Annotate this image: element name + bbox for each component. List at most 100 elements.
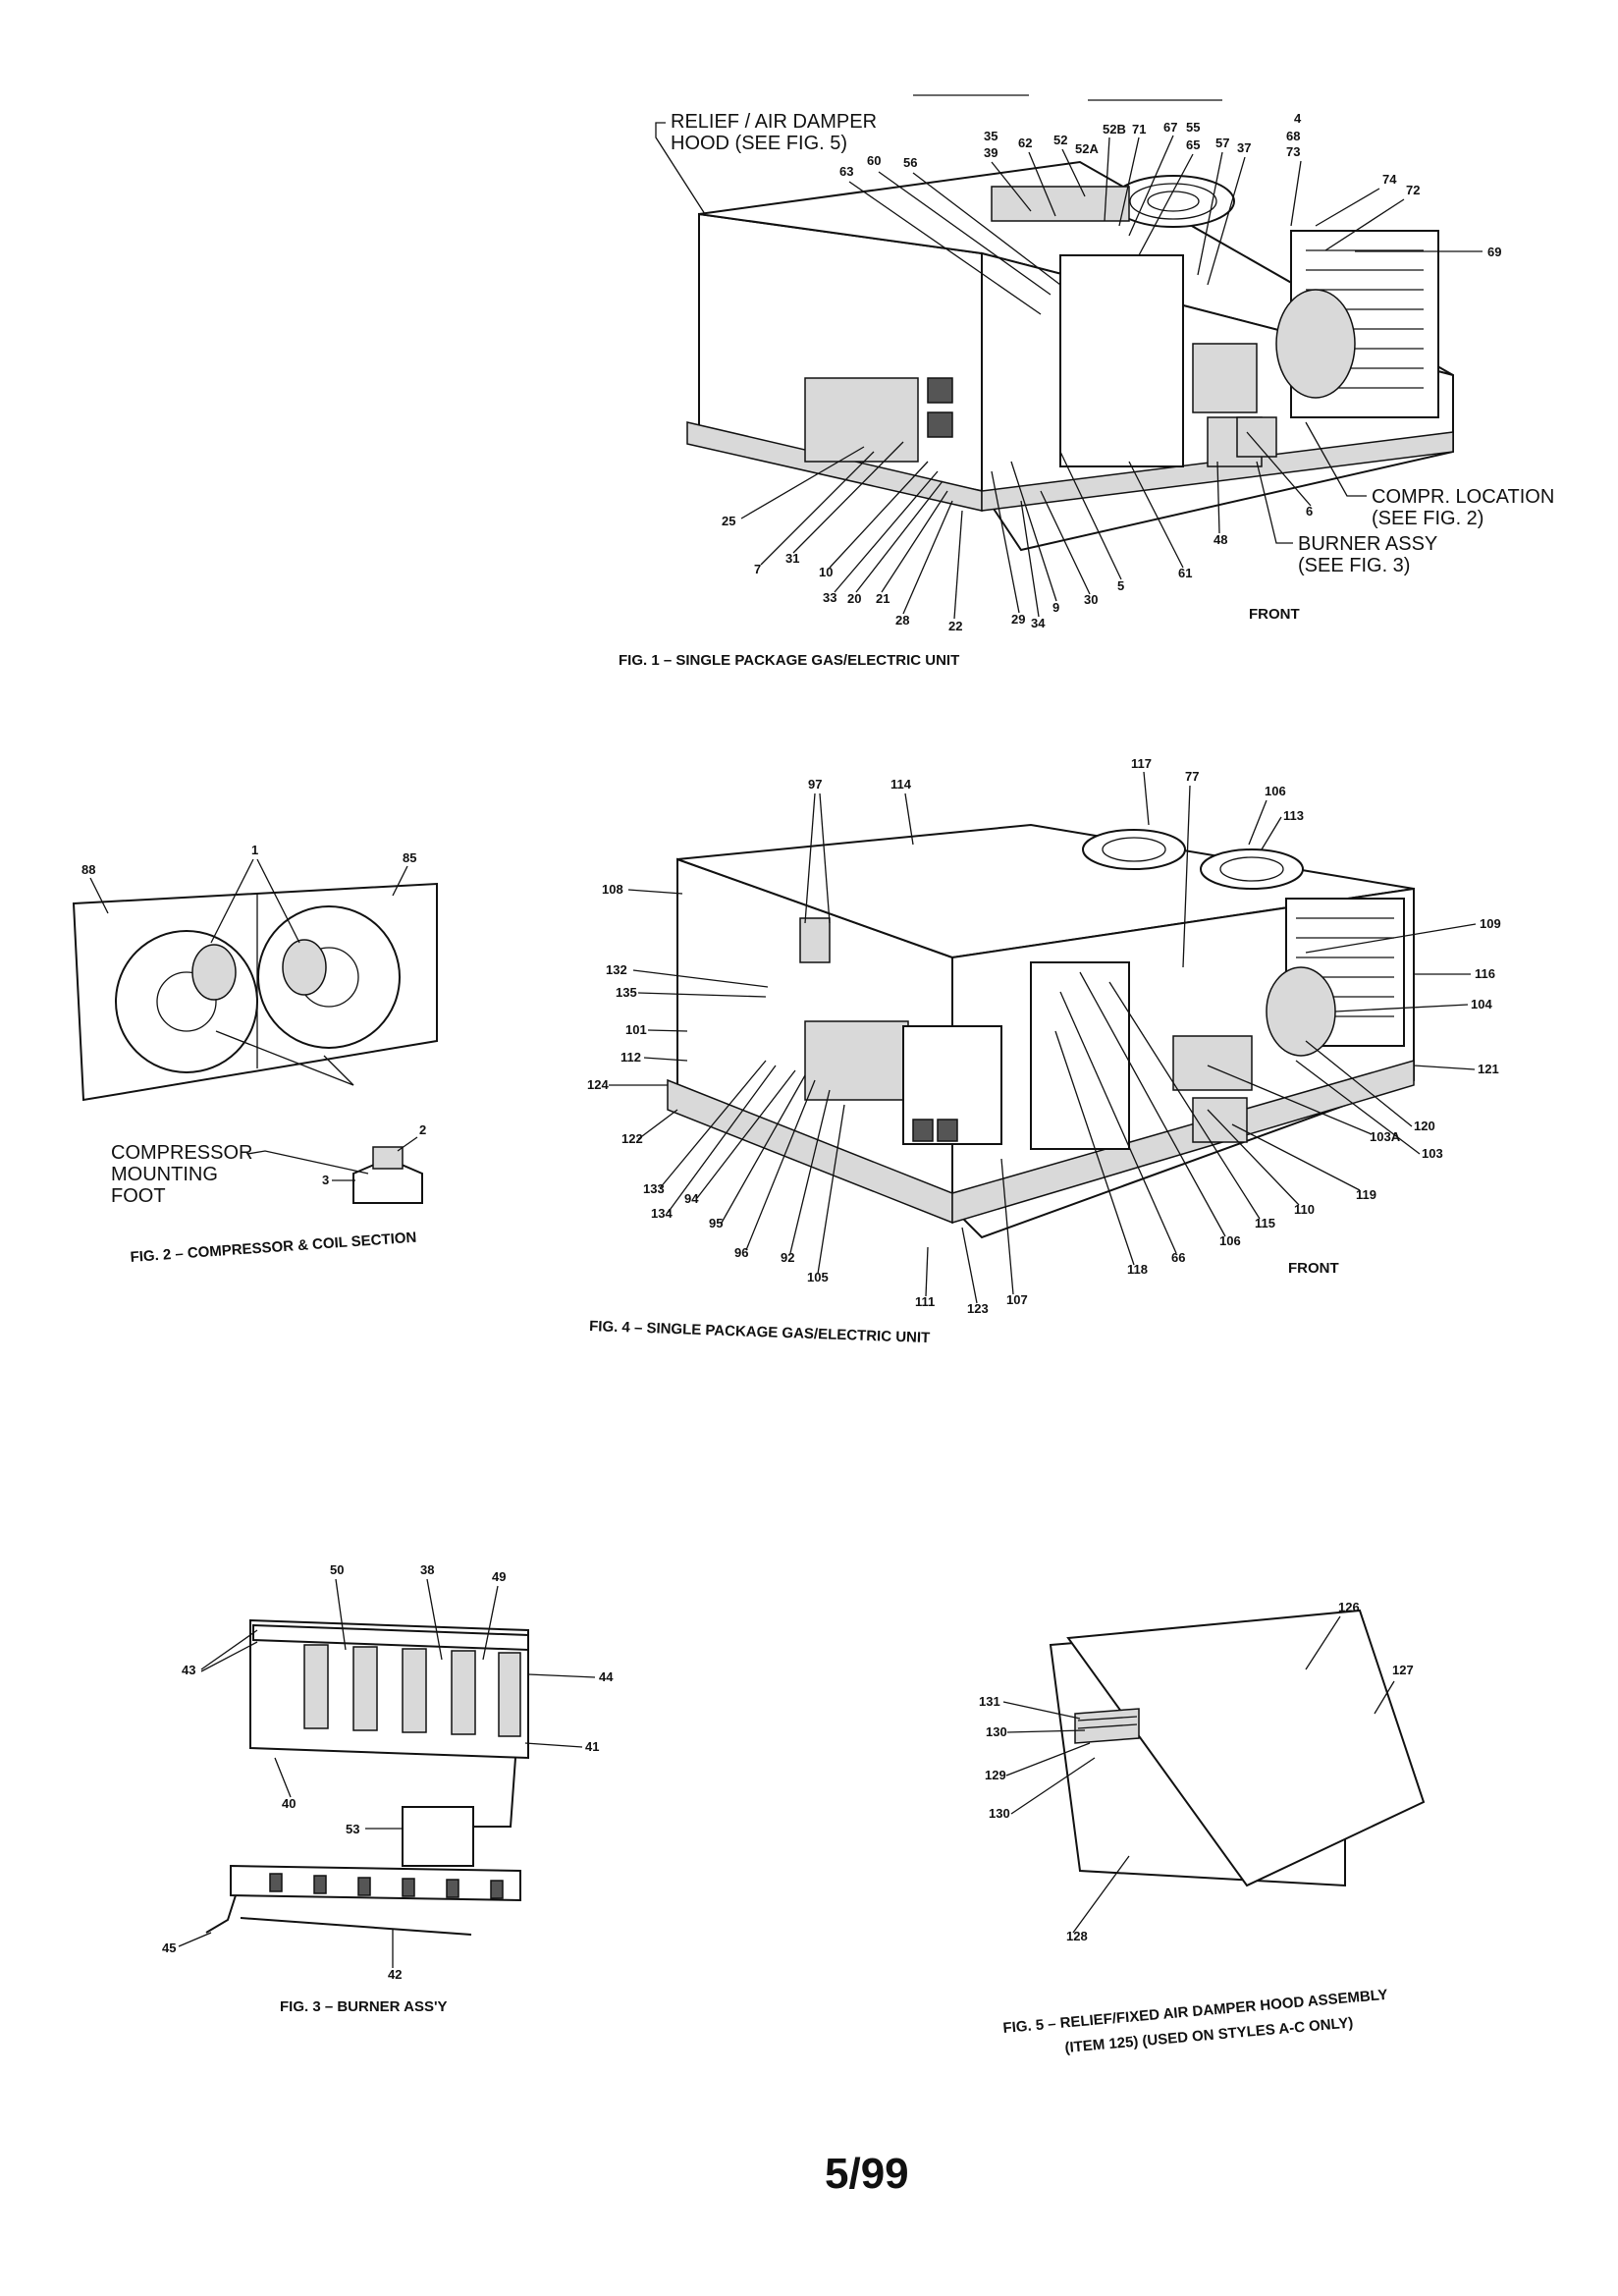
fig2-caption: FIG. 2 – COMPRESSOR & COIL SECTION xyxy=(130,1230,417,1266)
fig4-part-106-bottom: 106 xyxy=(1219,1233,1241,1248)
fig4-part-115: 115 xyxy=(1255,1216,1275,1230)
fig4-part-103: 103 xyxy=(1422,1146,1443,1161)
fig4-part-94: 94 xyxy=(684,1191,699,1206)
fig4-single-package-unit: 97 114 117 77 106 113 108 109 132 135 11… xyxy=(587,756,1501,1346)
fig3-caption: FIG. 3 – BURNER ASS'Y xyxy=(280,1998,448,2015)
fig5-part-126: 126 xyxy=(1338,1600,1360,1614)
fig3-part-50: 50 xyxy=(330,1562,344,1577)
fig4-part-96: 96 xyxy=(734,1245,748,1260)
fig2-drawing xyxy=(72,882,438,1204)
fig4-part-92: 92 xyxy=(781,1250,794,1265)
fig5-part-127: 127 xyxy=(1392,1663,1414,1677)
fig2-part-2: 2 xyxy=(419,1122,426,1137)
fig4-part-105: 105 xyxy=(807,1270,829,1285)
fig1-part-29: 29 xyxy=(1011,612,1025,627)
fig4-part-122: 122 xyxy=(621,1131,643,1146)
fig2-compressor-coil-section: 88 1 85 2 3 COMPRESSOR MOUNTING FOOT FIG… xyxy=(72,843,438,1266)
fig4-part-109: 109 xyxy=(1480,916,1501,931)
fig4-part-107: 107 xyxy=(1006,1292,1028,1307)
fig1-part-31: 31 xyxy=(785,551,799,566)
fig4-part-118: 118 xyxy=(1127,1262,1148,1277)
fig4-part-101: 101 xyxy=(625,1022,647,1037)
fig2-part-1: 1 xyxy=(251,843,258,857)
fig2-part-85: 85 xyxy=(403,850,416,865)
fig5-part-131: 131 xyxy=(979,1694,1000,1709)
fig3-part-38: 38 xyxy=(420,1562,434,1577)
fig2-mounting-foot-label-line3: FOOT xyxy=(111,1185,166,1207)
fig1-part-22: 22 xyxy=(948,619,962,633)
fig4-part-121: 121 xyxy=(1478,1062,1499,1076)
fig1-part-28: 28 xyxy=(895,613,909,628)
fig1-relief-hood-label-line1: RELIEF / AIR DAMPER xyxy=(671,111,877,133)
fig1-part-7: 7 xyxy=(754,562,761,576)
fig1-part-71: 71 xyxy=(1132,122,1146,137)
fig3-part-45: 45 xyxy=(162,1941,176,1955)
fig1-part-34: 34 xyxy=(1031,616,1046,630)
fig1-part-33: 33 xyxy=(823,590,836,605)
fig1-part-61: 61 xyxy=(1178,566,1192,580)
fig4-part-123: 123 xyxy=(967,1301,989,1316)
fig4-part-66: 66 xyxy=(1171,1250,1185,1265)
fig1-part-39: 39 xyxy=(984,145,998,160)
fig3-part-53: 53 xyxy=(346,1822,359,1836)
fig4-part-112: 112 xyxy=(620,1050,641,1065)
fig2-part-3: 3 xyxy=(322,1173,329,1187)
fig1-part-74: 74 xyxy=(1382,172,1397,187)
fig1-part-5: 5 xyxy=(1117,578,1124,593)
fig3-part-43: 43 xyxy=(182,1663,195,1677)
fig1-compr-location-label-line1: COMPR. LOCATION xyxy=(1372,486,1554,508)
fig1-compr-location-label-line2: (SEE FIG. 2) xyxy=(1372,508,1483,529)
fig4-part-133: 133 xyxy=(643,1181,665,1196)
fig3-part-42: 42 xyxy=(388,1967,402,1982)
fig2-mounting-foot-label-line2: MOUNTING xyxy=(111,1164,218,1185)
fig5-part-128: 128 xyxy=(1066,1929,1088,1943)
fig1-part-52a: 52A xyxy=(1075,141,1099,156)
fig5-relief-hood-assembly: 126 127 131 130 129 130 128 FIG. 5 – REL… xyxy=(979,1600,1426,2056)
fig1-relief-hood-label-line2: HOOD (SEE FIG. 5) xyxy=(671,133,847,154)
fig4-part-135: 135 xyxy=(616,985,637,1000)
fig4-part-95: 95 xyxy=(709,1216,723,1230)
fig1-part-21: 21 xyxy=(876,591,890,606)
fig3-part-40: 40 xyxy=(282,1796,296,1811)
fig1-part-68: 68 xyxy=(1286,129,1300,143)
fig4-part-114: 114 xyxy=(890,777,912,792)
fig1-part-67: 67 xyxy=(1163,120,1177,135)
fig4-part-106-top: 106 xyxy=(1265,784,1286,798)
fig3-burner-assembly: 50 38 49 43 44 41 40 53 45 42 FIG. 3 – B… xyxy=(162,1562,614,2015)
fig1-part-37: 37 xyxy=(1237,140,1251,155)
fig5-part-130-bottom: 130 xyxy=(989,1806,1010,1821)
fig4-part-113: 113 xyxy=(1283,808,1304,823)
fig4-part-132: 132 xyxy=(606,962,627,977)
fig4-part-134: 134 xyxy=(651,1206,673,1221)
fig3-part-44: 44 xyxy=(599,1669,614,1684)
fig1-part-73: 73 xyxy=(1286,144,1300,159)
fig1-part-72: 72 xyxy=(1406,183,1420,197)
fig1-part-52: 52 xyxy=(1053,133,1067,147)
fig4-part-77: 77 xyxy=(1185,769,1199,784)
fig1-part-25: 25 xyxy=(722,514,735,528)
fig4-part-104: 104 xyxy=(1471,997,1492,1011)
fig3-drawing xyxy=(205,1618,529,1936)
fig4-part-110: 110 xyxy=(1294,1202,1315,1217)
fig4-part-97: 97 xyxy=(808,777,822,792)
fig3-part-41: 41 xyxy=(585,1739,599,1754)
fig1-part-52b: 52B xyxy=(1103,122,1126,137)
fig1-part-35: 35 xyxy=(984,129,998,143)
fig1-part-55: 55 xyxy=(1186,120,1200,135)
fig1-part-30: 30 xyxy=(1084,592,1098,607)
fig1-part-4: 4 xyxy=(1294,111,1302,126)
fig4-part-119: 119 xyxy=(1356,1187,1376,1202)
fig1-front-label: FRONT xyxy=(1249,606,1300,623)
page-date-code: 5/99 xyxy=(825,2150,909,2198)
fig4-part-111: 111 xyxy=(915,1294,935,1309)
fig1-part-69: 69 xyxy=(1487,245,1501,259)
fig4-caption: FIG. 4 – SINGLE PACKAGE GAS/ELECTRIC UNI… xyxy=(589,1318,931,1346)
fig1-burner-assy-label-line2: (SEE FIG. 3) xyxy=(1298,555,1410,576)
fig2-part-88: 88 xyxy=(81,862,95,877)
fig4-part-116: 116 xyxy=(1475,966,1495,981)
fig4-part-124: 124 xyxy=(587,1077,609,1092)
fig5-part-130-top: 130 xyxy=(986,1724,1007,1739)
fig1-caption: FIG. 1 – SINGLE PACKAGE GAS/ELECTRIC UNI… xyxy=(619,652,959,669)
fig1-part-20: 20 xyxy=(847,591,861,606)
